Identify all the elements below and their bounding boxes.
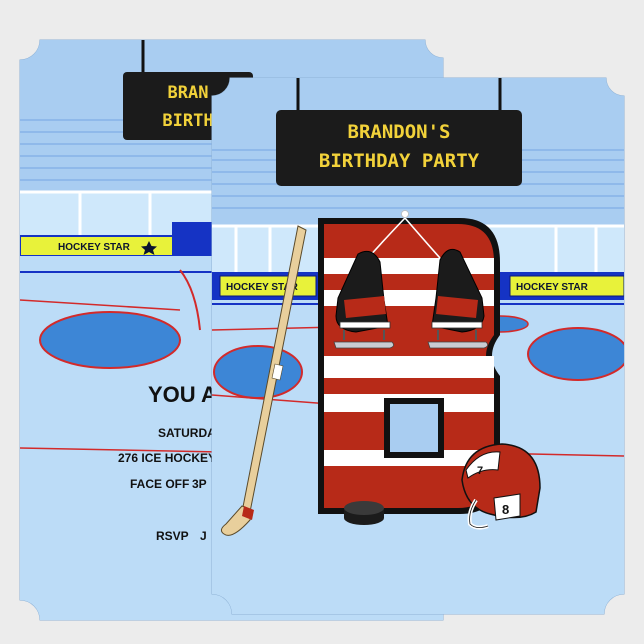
left-skate [333,250,394,349]
scoreboard-line1: BRANDON'S [348,121,451,143]
helmet-number-side: 7 [477,465,483,477]
front-banner-left-text: HOCKEY STAR [226,282,299,293]
right-skate [427,248,488,349]
skates-icon [333,248,488,349]
helmet-number-back: 8 [502,502,509,517]
puck-icon [344,501,384,525]
back-banner-text: HOCKEY STAR [58,242,131,253]
invite-face-off-label: FACE OFF [130,477,189,491]
scoreboard-line2: BIRTHDAY PARTY [319,150,480,172]
scoreboard: BRANDON'S BIRTHDAY PARTY [276,78,522,186]
front-banner-right-text: HOCKEY STAR [516,282,589,293]
front-card: HOCKEY STAR HOCKEY STAR [211,77,625,615]
back-scoreboard-line2: BIRTH [162,111,213,131]
back-scoreboard-line1: BRAN [168,83,209,103]
hockey-stick-icon [220,225,307,536]
invite-rsvp-name: J [200,529,207,543]
helmet-icon: 7 8 [461,443,541,530]
invite-you-are: YOU A [148,382,217,407]
invite-face-off-time: 3P [192,477,207,491]
star-icon [141,241,157,255]
invite-venue: 276 ICE HOCKEY [118,451,216,465]
invite-day: SATURDA [158,426,216,440]
invite-rsvp-label: RSVP [156,529,189,543]
